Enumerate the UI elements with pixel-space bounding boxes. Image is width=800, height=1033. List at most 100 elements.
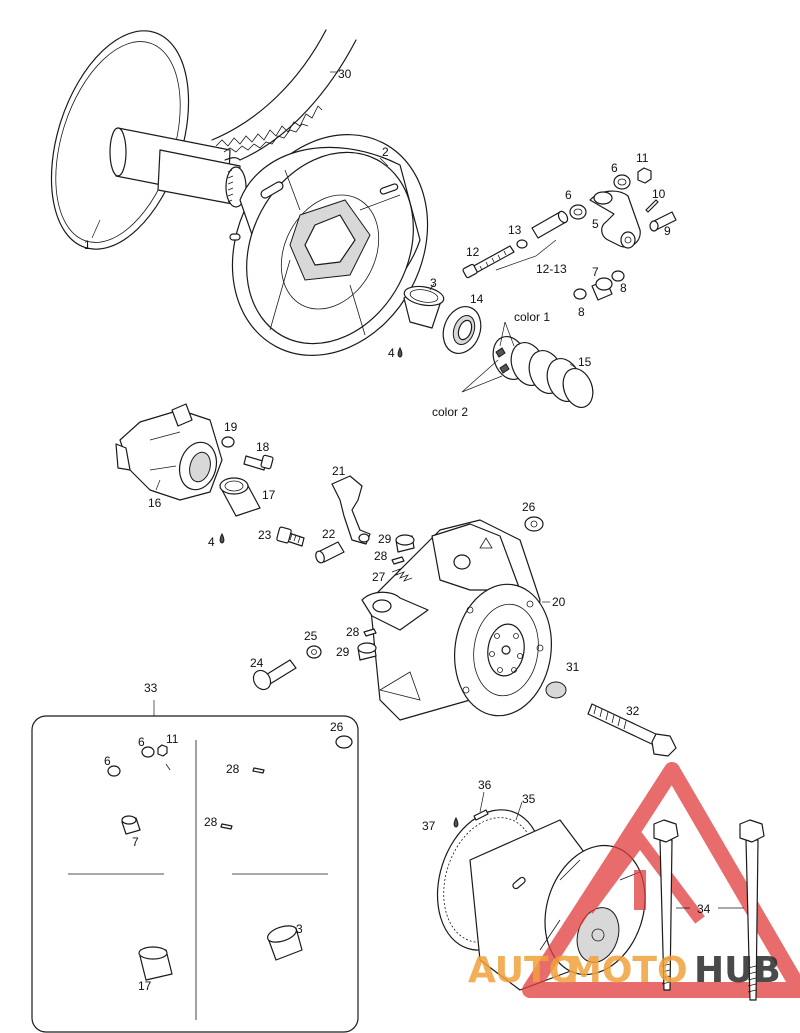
watermark-auto: AUTO bbox=[468, 950, 579, 991]
callout-6: 6 bbox=[565, 188, 572, 202]
callout-9: 9 bbox=[664, 224, 671, 238]
callout-32: 32 bbox=[626, 704, 640, 718]
drive-belt bbox=[211, 29, 357, 161]
bolt-18 bbox=[243, 454, 274, 471]
callout-30: 30 bbox=[338, 67, 352, 81]
callout-22: 22 bbox=[322, 527, 336, 541]
callout-15: 15 bbox=[578, 355, 592, 369]
callout-2: 2 bbox=[382, 145, 389, 159]
callout-18: 18 bbox=[256, 440, 270, 454]
callout-12-13: 12-13 bbox=[536, 262, 567, 276]
grease-drop-icon-3 bbox=[453, 816, 459, 828]
kit-callout-28b: 28 bbox=[204, 815, 218, 829]
nut-26-hole bbox=[530, 520, 538, 528]
cap-29b bbox=[357, 642, 377, 661]
callout-13: 13 bbox=[508, 223, 522, 237]
callout-color-1: color 1 bbox=[514, 310, 550, 324]
watermark-text: AUTO MOTO HUB bbox=[468, 950, 781, 991]
callout-21: 21 bbox=[332, 464, 346, 478]
pin-28b bbox=[363, 628, 377, 637]
pin-12-13 bbox=[531, 210, 569, 239]
kit-callout-7: 7 bbox=[132, 835, 139, 849]
cotter-pin-10 bbox=[645, 199, 659, 213]
bolt-24 bbox=[252, 659, 297, 691]
bolt-32 bbox=[587, 703, 677, 757]
callout-27: 27 bbox=[372, 570, 386, 584]
callout-16: 16 bbox=[148, 496, 162, 510]
pin-22 bbox=[315, 541, 345, 564]
callout-7: 7 bbox=[592, 265, 599, 279]
washer-25 bbox=[306, 645, 322, 659]
callout-36: 36 bbox=[478, 778, 492, 792]
washer-19 bbox=[221, 436, 235, 448]
cap-31 bbox=[545, 681, 567, 699]
kit-callout-28a: 28 bbox=[226, 762, 240, 776]
bushing-17 bbox=[219, 477, 261, 517]
callout-4b: 4 bbox=[208, 535, 215, 549]
callout-4: 4 bbox=[388, 346, 395, 360]
kit-box-labels: 6 6 11 26 28 28 7 3 17 bbox=[104, 720, 344, 993]
bushing-6a bbox=[569, 204, 587, 220]
screw-36 bbox=[473, 809, 489, 821]
callout-1: 1 bbox=[84, 238, 91, 252]
callout-3: 3 bbox=[430, 276, 437, 290]
washer-8a bbox=[573, 288, 587, 300]
kit-box-33 bbox=[31, 700, 359, 1033]
callout-28b: 28 bbox=[346, 625, 360, 639]
callout-23: 23 bbox=[258, 528, 272, 542]
watermark-moto: MOTO bbox=[566, 950, 688, 991]
callout-31: 31 bbox=[566, 660, 580, 674]
seal-ring-14 bbox=[442, 306, 482, 354]
bushing-6b bbox=[613, 174, 631, 190]
grease-drop-icon bbox=[397, 346, 403, 358]
callout-8b: 8 bbox=[620, 281, 627, 295]
spring-27 bbox=[391, 568, 413, 582]
callout-20: 20 bbox=[552, 595, 566, 609]
kit-callout-11: 11 bbox=[166, 732, 179, 746]
callout-34: 34 bbox=[697, 902, 711, 916]
spider-16 bbox=[115, 403, 223, 501]
fixed-sheave-housing-20 bbox=[361, 519, 553, 721]
watermark-hub: HUB bbox=[694, 950, 781, 991]
clutch-spring-15 bbox=[461, 321, 594, 408]
callout-14: 14 bbox=[470, 292, 484, 306]
kit-callout-6a: 6 bbox=[104, 754, 111, 768]
kit-callout-26: 26 bbox=[330, 720, 344, 734]
cap-29a bbox=[395, 534, 415, 553]
drive-sheave-disc bbox=[50, 30, 247, 250]
callout-25: 25 bbox=[304, 629, 318, 643]
callout-color-2: color 2 bbox=[432, 405, 468, 419]
kit-callout-6b: 6 bbox=[138, 735, 145, 749]
callout-10: 10 bbox=[652, 187, 666, 201]
callout-17: 17 bbox=[262, 488, 276, 502]
grease-drop-icon-2 bbox=[219, 532, 225, 544]
callout-35: 35 bbox=[522, 792, 536, 806]
ring-gear-drum-35 bbox=[436, 801, 646, 991]
washer-25-hole bbox=[311, 649, 317, 655]
bolt-23 bbox=[276, 526, 305, 547]
callout-19: 19 bbox=[224, 420, 238, 434]
callout-37: 37 bbox=[422, 819, 436, 833]
callout-24: 24 bbox=[250, 656, 264, 670]
callout-12: 12 bbox=[466, 245, 480, 259]
pin-9 bbox=[649, 211, 677, 232]
callout-29a: 29 bbox=[378, 532, 392, 546]
bushing-3 bbox=[403, 283, 445, 329]
callout-29b: 29 bbox=[336, 645, 350, 659]
nut-11 bbox=[637, 167, 652, 184]
callout-8a: 8 bbox=[578, 305, 585, 319]
kit-callout-3: 3 bbox=[296, 922, 303, 936]
callout-5: 5 bbox=[592, 217, 599, 231]
callout-11: 11 bbox=[636, 151, 649, 165]
kit-callout-17: 17 bbox=[138, 979, 152, 993]
screw-12 bbox=[462, 245, 515, 279]
drive-pulley-housing bbox=[229, 134, 429, 356]
callout-6b: 6 bbox=[611, 161, 618, 175]
pin-28a bbox=[391, 556, 405, 565]
flyweight-arm-5 bbox=[589, 190, 641, 249]
lever-21 bbox=[331, 475, 371, 545]
callout-labels: 1 2 3 4 5 6 6 7 8 8 9 10 11 12 13 12-13 … bbox=[84, 67, 711, 916]
washer-13 bbox=[516, 239, 528, 249]
